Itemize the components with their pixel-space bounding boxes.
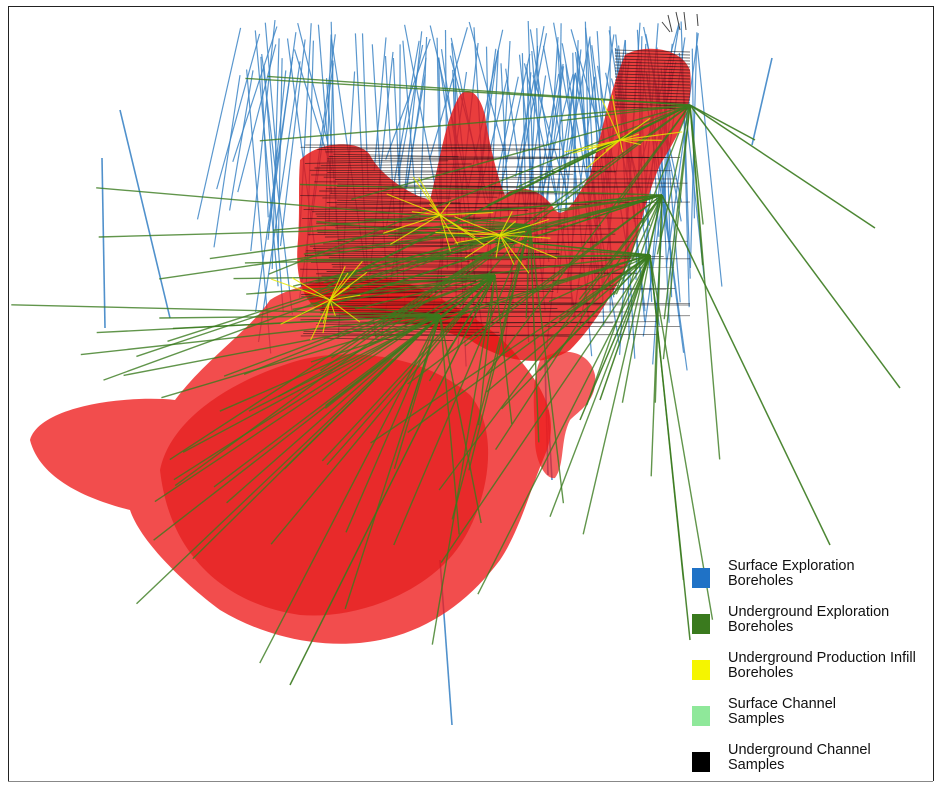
- legend-swatch-underground-exploration-boreholes: [692, 614, 710, 634]
- legend-label-underground-production-infill-boreholes: Underground Production Infill Boreholes: [728, 651, 916, 681]
- surface-borehole-trace: [752, 58, 772, 145]
- legend-label-surface-channel-samples: Surface Channel Samples: [728, 697, 836, 727]
- legend-label-underground-channel-samples: Underground Channel Samples: [728, 743, 871, 773]
- surface-borehole-trace: [198, 28, 241, 220]
- legend-item-underground-production-infill-boreholes: Underground Production Infill Boreholes: [692, 650, 932, 696]
- surface-borehole-trace: [120, 110, 170, 318]
- legend-label-surface-exploration-boreholes: Surface Exploration Boreholes: [728, 559, 855, 589]
- surface-borehole-trace: [217, 34, 260, 189]
- underground-borehole-trace: [690, 105, 900, 388]
- legend-item-surface-exploration-boreholes: Surface Exploration Boreholes: [692, 558, 932, 604]
- underground-borehole-trace: [690, 105, 755, 140]
- underground-borehole-trace: [690, 105, 720, 459]
- legend-item-surface-channel-samples: Surface Channel Samples: [692, 696, 932, 742]
- orebody-lower-extension: [534, 352, 596, 479]
- surface-borehole-trace: [230, 70, 253, 210]
- legend-swatch-surface-exploration-boreholes: [692, 568, 710, 588]
- surface-collar-markers: [662, 12, 698, 32]
- legend-label-underground-exploration-boreholes: Underground Exploration Boreholes: [728, 605, 889, 635]
- surface-borehole-trace: [102, 158, 105, 328]
- underground-borehole-trace: [690, 105, 875, 228]
- legend-swatch-underground-channel-samples: [692, 752, 710, 772]
- legend-item-underground-channel-samples: Underground Channel Samples: [692, 742, 932, 788]
- surface-borehole-trace: [255, 30, 278, 286]
- legend-swatch-underground-production-infill-boreholes: [692, 660, 710, 680]
- legend-item-underground-exploration-boreholes: Underground Exploration Boreholes: [692, 604, 932, 650]
- legend-swatch-surface-channel-samples: [692, 706, 710, 726]
- underground-borehole-trace: [650, 255, 690, 640]
- surface-borehole-trace: [214, 75, 240, 247]
